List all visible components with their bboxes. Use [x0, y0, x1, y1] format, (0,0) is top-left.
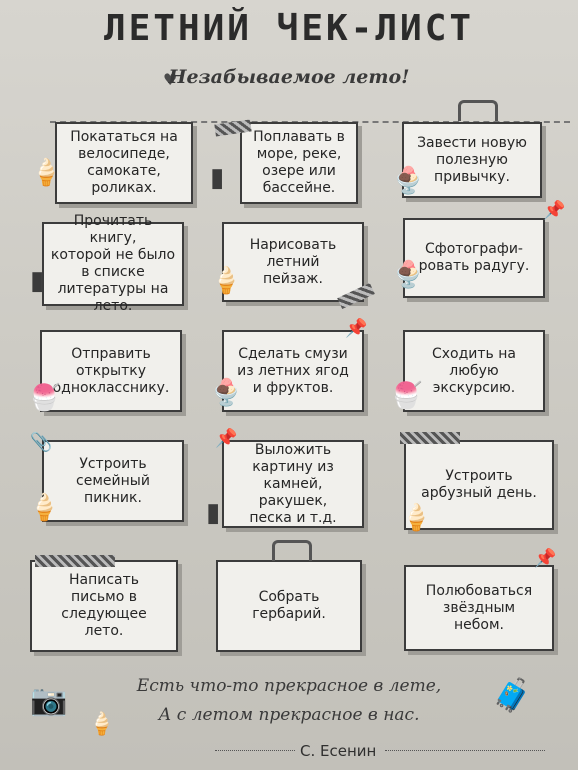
suitcase-icon: 🧳	[492, 676, 532, 714]
popsicle-icon: ▮	[30, 266, 45, 296]
heart-icon: ♥	[163, 70, 178, 89]
quote-line-2: А с летом прекрасное в нас.	[158, 705, 420, 725]
pushpin-icon: 📌	[215, 428, 238, 449]
washi-tape-icon	[400, 432, 460, 444]
popsicle-icon: ▮	[206, 498, 221, 528]
pushpin-icon: 📌	[534, 548, 557, 569]
washi-tape-icon	[35, 555, 115, 567]
ice-cream-icon: 🍨	[392, 260, 425, 290]
paper-clip-icon: 📎	[30, 432, 53, 453]
dotted-line	[215, 750, 295, 751]
popsicle-icon: ▮	[210, 163, 225, 193]
page-subtitle: Незабываемое лето!	[168, 66, 410, 88]
quote-line-1: Есть что-то прекрасное в лете,	[136, 676, 442, 696]
ice-cream-icon: 🍦	[28, 493, 61, 523]
pushpin-icon: 📌	[543, 200, 566, 221]
ice-cream-icon: 🍧	[390, 381, 423, 411]
ice-cream-icon: 🍧	[28, 383, 61, 413]
ice-cream-icon: 🍦	[30, 158, 63, 188]
camera-icon: 📷	[30, 683, 68, 718]
ice-cream-icon: 🍦	[210, 266, 243, 296]
checklist-card: Сфотографи-ровать радугу.	[403, 218, 545, 298]
quote-author: С. Есенин	[300, 742, 377, 760]
paper-clip-icon	[272, 540, 312, 561]
ice-cream-icon: 🍨	[210, 378, 243, 408]
pushpin-icon: 📌	[345, 318, 368, 339]
ice-cream-icon: 🍨	[392, 166, 425, 196]
ice-cream-icon: 🍦	[88, 712, 116, 737]
page-title: ЛЕТНИЙ ЧЕК-ЛИСТ	[103, 8, 475, 49]
dotted-line	[385, 750, 545, 751]
ice-cream-icon: 🍦	[400, 503, 433, 533]
paper-clip-icon	[458, 100, 498, 121]
